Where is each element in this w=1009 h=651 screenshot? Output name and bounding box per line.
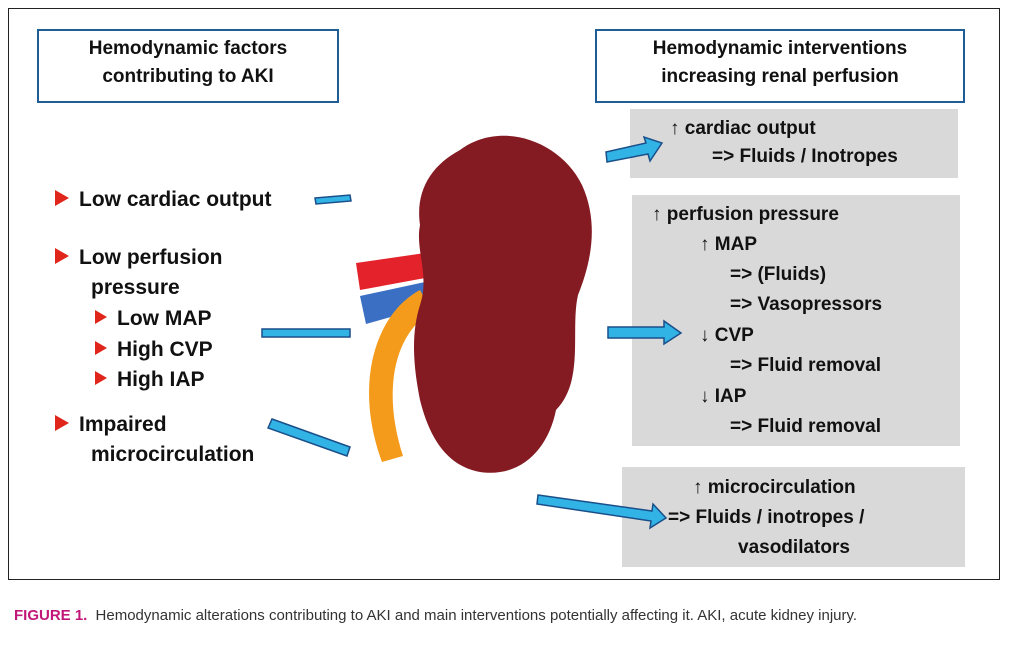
box3-line3: vasodilators	[738, 537, 850, 558]
figure-caption: FIGURE 1. Hemodynamic alterations contri…	[14, 606, 999, 626]
arrow-microcirculation	[536, 494, 668, 530]
bullet-triangle-icon	[95, 371, 107, 386]
factor-low-cardiac-output: Low cardiac output	[55, 188, 272, 212]
box2-line7: ↓ IAP	[700, 386, 747, 407]
box2-line6: => Fluid removal	[730, 355, 881, 376]
box1-line1: ↑ cardiac output	[670, 118, 816, 139]
factor-low-map: Low MAP	[95, 307, 212, 331]
factor-high-iap: High IAP	[95, 368, 205, 392]
caption-text: Hemodynamic alterations contributing to …	[95, 607, 858, 624]
bar-low-perfusion	[261, 328, 351, 338]
factor-impaired-line2: microcirculation	[91, 443, 255, 466]
box2-line2: ↑ MAP	[700, 234, 757, 255]
box3-line1: ↑ microcirculation	[693, 477, 856, 498]
bullet-triangle-icon	[95, 341, 107, 356]
bullet-triangle-icon	[95, 310, 107, 325]
left-header-line2: contributing to AKI	[102, 66, 274, 87]
left-header-line1: Hemodynamic factors	[88, 38, 288, 59]
factor-high-cvp: High CVP	[95, 338, 213, 362]
right-header-line1: Hemodynamic interventions	[652, 38, 908, 59]
bar-impaired-microcirculation	[266, 418, 351, 457]
factor-low-perfusion: Low perfusion	[55, 246, 223, 270]
ureter	[369, 290, 432, 462]
right-header-box: Hemodynamic interventions increasing ren…	[595, 29, 965, 103]
arrow-perfusion-pressure	[607, 319, 683, 346]
kidney-shape	[414, 135, 592, 473]
intervention-box-cardiac	[630, 109, 958, 178]
factor-low-perfusion-line2: pressure	[91, 276, 180, 299]
box2-line1: ↑ perfusion pressure	[652, 204, 839, 225]
renal-vein	[360, 282, 430, 324]
right-header-line2: increasing renal perfusion	[661, 66, 899, 87]
box2-line4: => Vasopressors	[730, 294, 883, 315]
bar-low-cardiac-output	[314, 194, 352, 205]
factor-impaired: Impaired	[55, 413, 167, 437]
arrow-cardiac-output	[605, 135, 664, 163]
box3-line2: => Fluids / inotropes /	[668, 507, 865, 528]
left-header-box: Hemodynamic factors contributing to AKI	[37, 29, 339, 103]
box2-line5: ↓ CVP	[700, 325, 754, 346]
caption-label: FIGURE 1.	[14, 607, 88, 624]
box2-line8: => Fluid removal	[730, 416, 881, 437]
box2-line3: => (Fluids)	[730, 264, 827, 285]
intervention-box-perfusion	[632, 195, 960, 446]
box1-line2: => Fluids / Inotropes	[712, 146, 898, 167]
bullet-triangle-icon	[55, 190, 69, 207]
bullet-triangle-icon	[55, 248, 69, 265]
intervention-box-microcirculation	[622, 467, 965, 567]
bullet-triangle-icon	[55, 415, 69, 432]
figure-frame	[8, 8, 1000, 580]
renal-artery	[356, 252, 436, 290]
